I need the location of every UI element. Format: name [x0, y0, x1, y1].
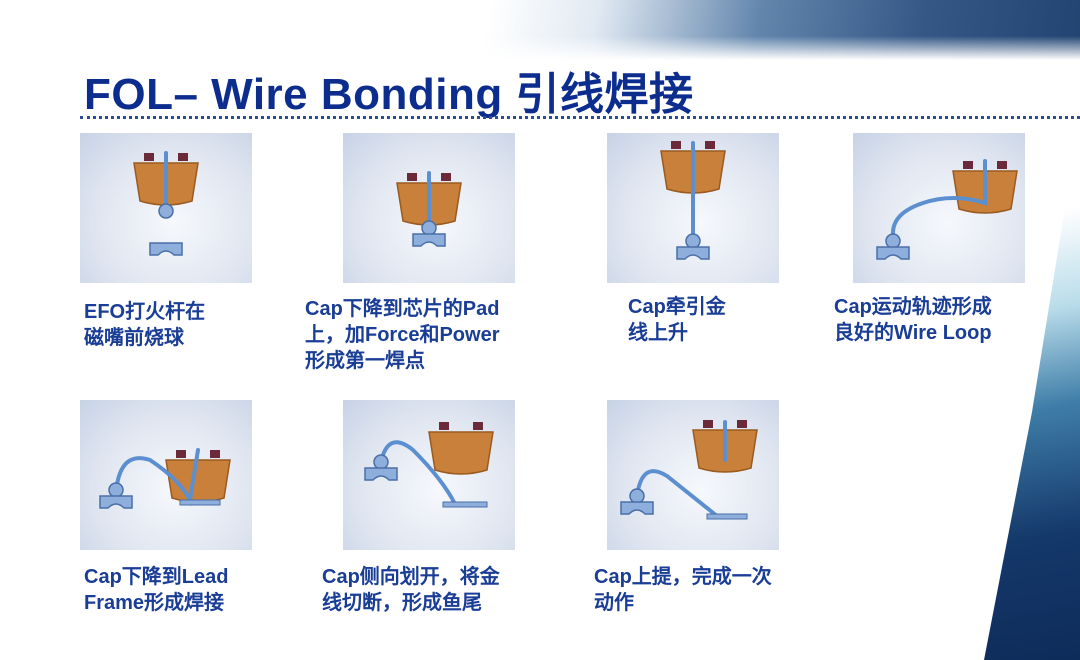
slide-title: FOL– Wire Bonding 引线焊接	[84, 70, 694, 119]
wire-bonding-illustration	[364, 422, 494, 508]
wire-bonding-illustration	[660, 141, 726, 260]
wire-bonding-illustration	[133, 151, 199, 256]
background-fade	[0, 0, 1080, 60]
pad-icon	[99, 495, 133, 509]
wire-bonding-illustration	[620, 420, 758, 520]
step-6-diagram	[343, 400, 515, 550]
pad-icon	[149, 242, 183, 256]
lead-frame-icon	[442, 501, 488, 508]
step-4-caption: Cap运动轨迹形成 良好的Wire Loop	[834, 296, 992, 344]
pad-icon	[676, 246, 710, 260]
pad-icon	[876, 246, 910, 260]
capillary-icon	[428, 422, 494, 475]
step-7-diagram	[607, 400, 779, 550]
pad-icon	[364, 467, 398, 481]
lead-frame-icon	[179, 499, 221, 506]
step-2-caption: Cap下降到芯片的Pad 上，加Force和Power 形成第一焊点	[305, 298, 500, 372]
lead-frame-icon	[706, 513, 748, 520]
step-1-diagram	[80, 133, 252, 283]
step-1-caption: EFO打火杆在 磁嘴前烧球	[84, 301, 206, 349]
wire-bonding-illustration	[99, 448, 231, 509]
pad-icon	[412, 233, 446, 247]
title-divider	[80, 116, 1080, 119]
wire-bonding-illustration	[876, 159, 1018, 260]
pad-icon	[620, 501, 654, 515]
step-7-caption: Cap上提，完成一次 动作	[594, 566, 772, 614]
step-3-diagram	[607, 133, 779, 283]
step-4-diagram	[853, 133, 1025, 283]
step-3-caption: Cap牵引金 线上升	[628, 296, 726, 344]
step-5-caption: Cap下降到Lead Frame形成焊接	[84, 566, 229, 614]
step-2-diagram	[343, 133, 515, 283]
wire-bonding-illustration	[396, 171, 462, 247]
step-6-caption: Cap侧向划开，将金 线切断，形成鱼尾	[322, 566, 500, 614]
step-5-diagram	[80, 400, 252, 550]
